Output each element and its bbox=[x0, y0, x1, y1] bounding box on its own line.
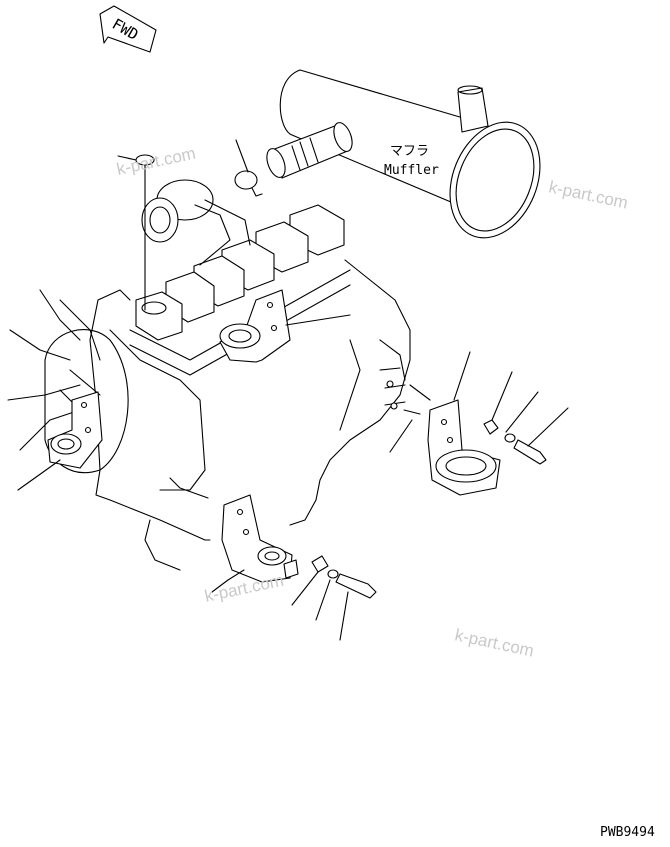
engine bbox=[7, 154, 411, 571]
watermark-3: k-part.com bbox=[203, 571, 285, 606]
lower-front-mount bbox=[169, 477, 377, 641]
right-mount-bracket bbox=[389, 351, 569, 496]
fwd-arrow: FWD bbox=[99, 5, 157, 53]
drawing-code: PWB9494 bbox=[600, 825, 655, 840]
front-left-bracket bbox=[17, 391, 103, 491]
muffler-label-en: Muffler bbox=[384, 163, 439, 178]
watermark-4: k-part.com bbox=[453, 625, 535, 660]
muffler bbox=[234, 69, 541, 239]
watermark-2: k-part.com bbox=[547, 177, 629, 212]
rear-mount-upper bbox=[219, 289, 351, 363]
watermark-1: k-part.com bbox=[115, 144, 197, 179]
muffler-label-jp: マフラ bbox=[390, 144, 429, 159]
